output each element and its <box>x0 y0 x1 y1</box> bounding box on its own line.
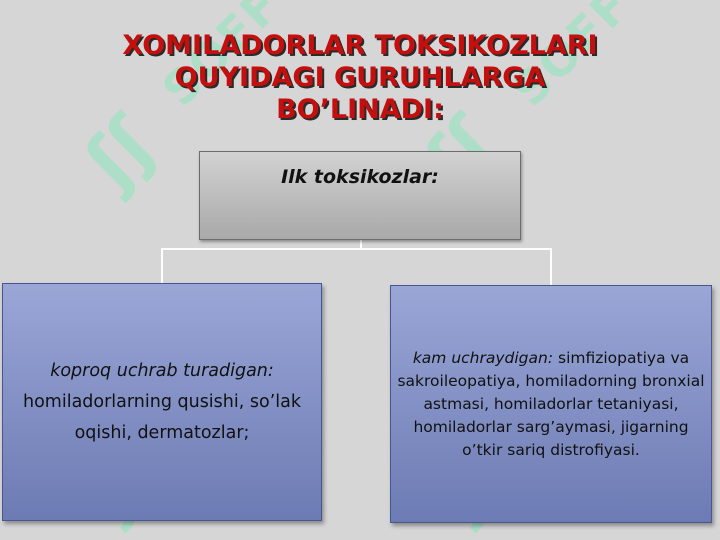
title-line-3: BO’LINADI: <box>276 94 444 125</box>
connector-left-drop <box>161 248 163 284</box>
branch-frequent-body: homiladorlarning qusishi, so’lak oqishi,… <box>23 391 301 443</box>
connector-horizontal <box>161 248 552 250</box>
connector-right-drop <box>550 248 552 286</box>
title-line-1: XOMILADORLAR TOKSIKOZLARI <box>122 30 598 61</box>
connector-root-stem <box>360 240 362 249</box>
root-node: Ilk toksikozlar: <box>199 151 521 240</box>
slide-title: XOMILADORLAR TOKSIKOZLARI QUYIDAGI GURUH… <box>30 30 690 126</box>
root-node-label: Ilk toksikozlar: <box>281 166 439 188</box>
branch-node-frequent-text: koproq uchrab turadigan: homiladorlarnin… <box>7 356 317 449</box>
branch-rare-body: simfiziopatiya va sakroileopatiya, homil… <box>397 348 705 459</box>
branch-node-frequent: koproq uchrab turadigan: homiladorlarnin… <box>2 283 322 521</box>
branch-node-rare: kam uchraydigan: simfiziopatiya va sakro… <box>390 285 712 523</box>
branch-node-rare-text: kam uchraydigan: simfiziopatiya va sakro… <box>395 347 707 462</box>
branch-rare-heading: kam uchraydigan: <box>412 348 554 367</box>
title-line-2: QUYIDAGI GURUHLARGA <box>174 62 546 93</box>
branch-frequent-heading: koproq uchrab turadigan: <box>50 360 274 381</box>
